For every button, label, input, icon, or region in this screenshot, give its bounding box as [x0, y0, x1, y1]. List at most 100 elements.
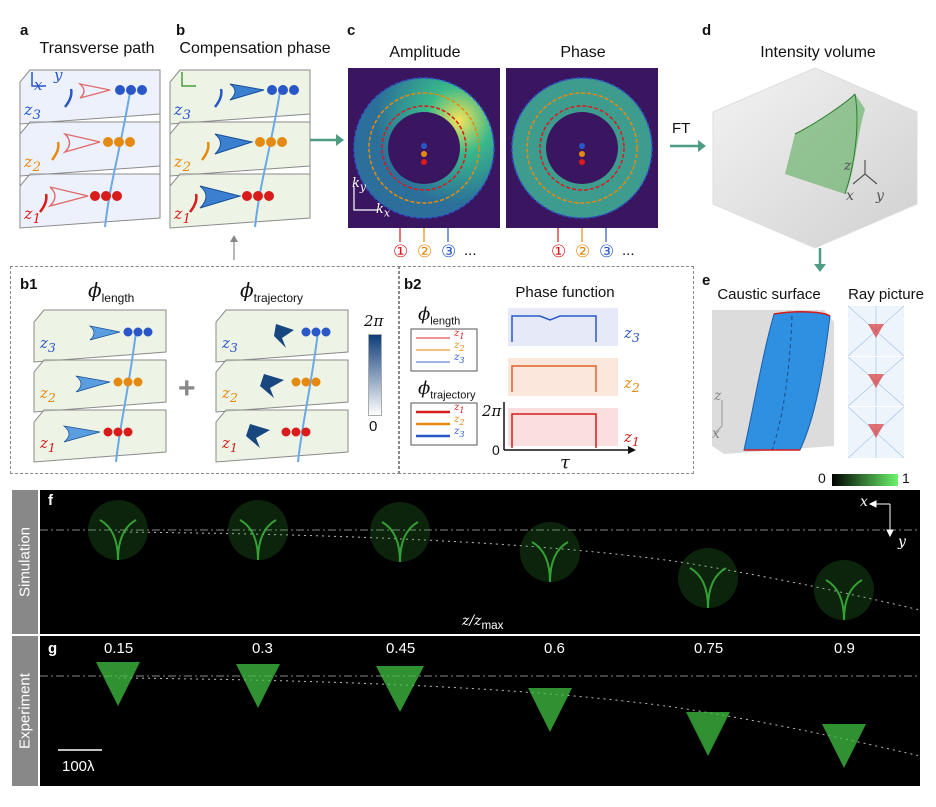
- legend-length-box: [410, 328, 478, 372]
- intensity-cbar-high: 1: [902, 470, 910, 486]
- legend-traj-z1: z1: [454, 402, 465, 415]
- panel-e-title-ray: Ray picture: [848, 286, 924, 303]
- panel-d-axis-x: x: [846, 188, 854, 204]
- b1-right-z1: z1: [222, 434, 238, 455]
- ring-label-1a: ①: [393, 242, 409, 261]
- legend-length-z1: z1: [454, 328, 465, 341]
- tick-0-6: 0.6: [544, 640, 565, 657]
- phase-z1-label: z1: [624, 428, 640, 449]
- tick-0-3: 0.3: [252, 640, 273, 657]
- b1-colorbar: [368, 334, 382, 416]
- panel-d-axis-z: z: [844, 158, 852, 174]
- panel-b-z1: z1: [174, 204, 191, 228]
- arrow-d-to-e: [814, 248, 826, 272]
- panel-a-z3: z3: [24, 100, 41, 124]
- simulation-side-label: Simulation: [12, 490, 38, 634]
- legend-traj-box: [410, 402, 478, 446]
- intensity-cbar-low: 0: [818, 470, 826, 486]
- phi-length-label: ϕlength: [88, 278, 135, 305]
- experiment-image: [40, 662, 920, 768]
- intensity-colorbar: [832, 474, 898, 486]
- panel-a-z2: z2: [24, 152, 41, 176]
- tick-0-9: 0.9: [834, 640, 855, 657]
- tick-0-15: 0.15: [104, 640, 134, 657]
- ring-label-1b: ①: [551, 242, 567, 261]
- kx-label: kx: [376, 202, 390, 220]
- phi-trajectory-stack: [215, 309, 349, 463]
- phase-map: [506, 68, 658, 228]
- panel-f-axis-x: x: [860, 494, 868, 510]
- panel-f-zlabel: z/zmax: [462, 613, 504, 632]
- ring-ellipsis-a: ...: [464, 242, 477, 259]
- panel-b-letter: b: [176, 22, 186, 39]
- panel-b2-box: [398, 266, 694, 474]
- panel-b-title: Compensation phase: [179, 40, 331, 57]
- b1-left-z1: z1: [40, 434, 56, 455]
- arrow-b-to-c: [310, 134, 344, 146]
- panel-f-letter: f: [48, 492, 53, 509]
- panel-a-axis-y: y: [54, 66, 63, 84]
- intensity-volume: [712, 67, 918, 249]
- experiment-panel: [40, 636, 920, 786]
- b1-left-z3: z3: [40, 334, 56, 355]
- panel-a-title: Transverse path: [39, 40, 155, 57]
- legend-length-label: ϕlength: [418, 304, 461, 328]
- panel-b2-letter: b2: [404, 276, 422, 293]
- panel-a-axis-x: x: [34, 76, 43, 94]
- phase-ytop-label: 2π: [482, 402, 502, 420]
- experiment-side-label: Experiment: [12, 636, 38, 786]
- panel-g-letter: g: [48, 640, 58, 657]
- amplitude-map: [348, 68, 500, 228]
- b1-cbar-top: 2π: [364, 312, 384, 330]
- panel-b1-letter: b1: [20, 276, 38, 293]
- panel-d-letter: d: [702, 22, 712, 39]
- panel-b-z3: z3: [174, 100, 191, 124]
- tick-0-75: 0.75: [694, 640, 724, 657]
- phi-trajectory-label: ϕtrajectory: [240, 278, 303, 305]
- scalebar-label: 100λ: [62, 758, 95, 775]
- panel-e-axis-x: x: [712, 426, 720, 442]
- ft-arrow: [670, 140, 706, 152]
- simulation-panel: [40, 490, 920, 634]
- ring-markers: [399, 228, 607, 242]
- legend-traj-z2: z2: [454, 414, 465, 427]
- caustic-surface: [712, 310, 834, 454]
- phase-function-title: Phase function: [515, 284, 615, 301]
- legend-length-z3: z3: [454, 352, 465, 365]
- ring-label-3a: ③: [441, 242, 457, 261]
- panel-c-letter: c: [347, 22, 356, 39]
- phase-ybottom-label: 0: [492, 442, 500, 458]
- arrow-b1-to-b: [230, 235, 238, 260]
- panel-b-stack: [169, 69, 311, 229]
- b1-cbar-bottom: 0: [369, 418, 378, 435]
- panel-f-axis-y: y: [898, 534, 906, 550]
- legend-length-z2: z2: [454, 340, 465, 353]
- panel-e-letter: e: [702, 272, 711, 289]
- simulation-image: [40, 500, 920, 621]
- panel-a-z1: z1: [24, 204, 41, 228]
- panel-e-title-caustic: Caustic surface: [717, 286, 821, 303]
- panel-b1-box: [10, 266, 400, 474]
- phase-xlabel: τ: [560, 452, 570, 473]
- panel-c-title-amplitude: Amplitude: [389, 44, 461, 61]
- phase-z2-label: z2: [624, 374, 640, 395]
- ring-label-2a: ②: [417, 242, 433, 261]
- panel-d-axis-y: y: [876, 188, 884, 204]
- legend-traj-z3: z3: [454, 426, 465, 439]
- ring-label-2b: ②: [575, 242, 591, 261]
- ft-label: FT: [672, 120, 691, 137]
- ray-picture: [848, 306, 904, 458]
- panel-a-letter: a: [20, 22, 29, 39]
- ring-label-3b: ③: [599, 242, 615, 261]
- ky-label: ky: [352, 176, 367, 194]
- panel-e-axis-z: z: [714, 388, 722, 404]
- tick-0-45: 0.45: [386, 640, 416, 657]
- ring-ellipsis-b: ...: [622, 242, 635, 259]
- b1-left-z2: z2: [40, 384, 56, 405]
- phase-function-plot: [503, 308, 636, 454]
- legend-traj-label: ϕtrajectory: [418, 378, 476, 402]
- b1-right-z3: z3: [222, 334, 238, 355]
- b1-right-z2: z2: [222, 384, 238, 405]
- panel-c-title-phase: Phase: [560, 44, 606, 61]
- phi-length-stack: [33, 309, 167, 463]
